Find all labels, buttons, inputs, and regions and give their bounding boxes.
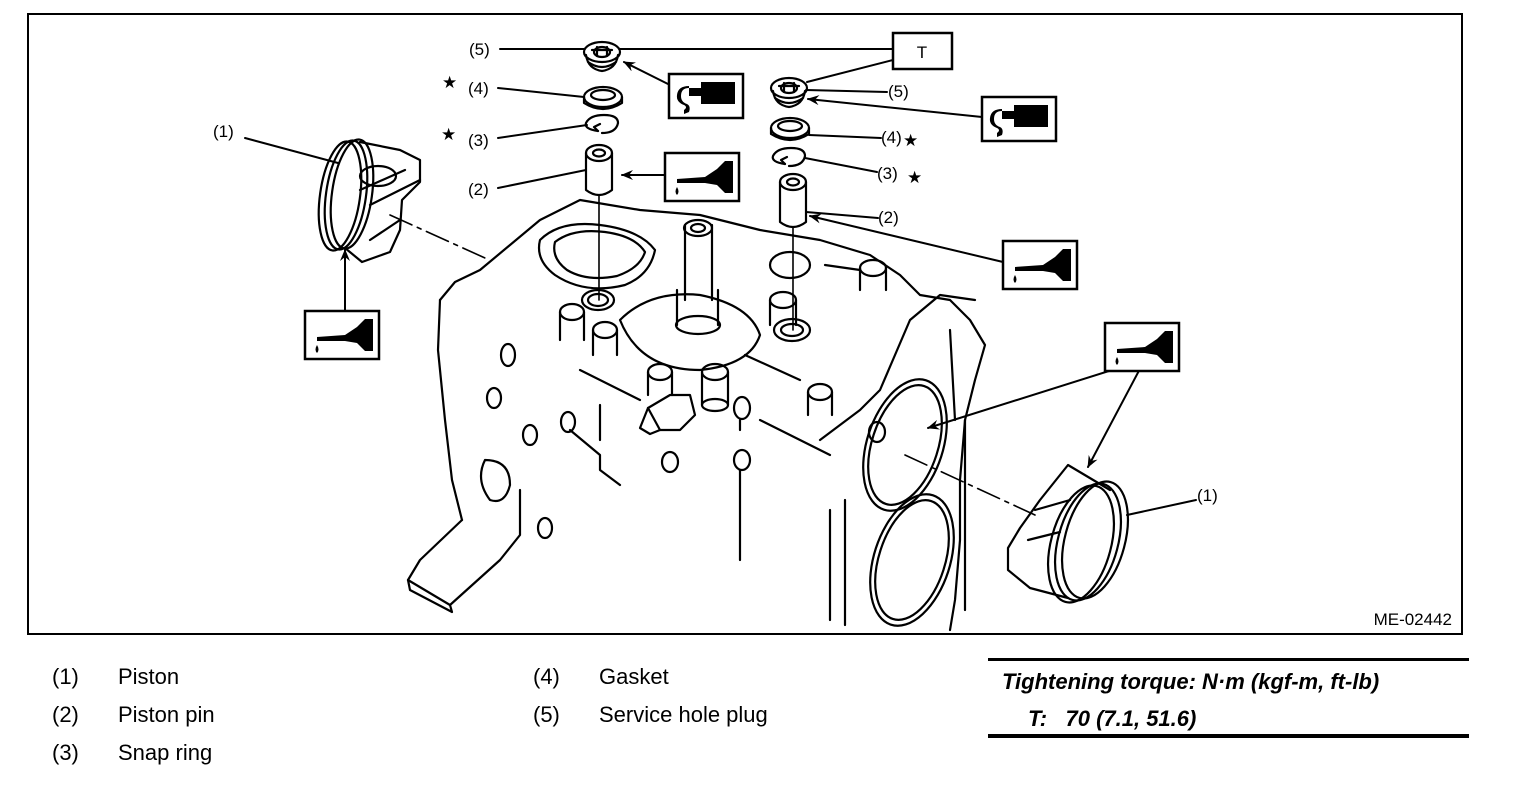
legend-item: (3) Snap ring: [52, 740, 215, 778]
legend-column-left: (1) Piston (2) Piston pin (3) Snap ring: [52, 664, 215, 778]
oil-can-icon: [1103, 321, 1181, 373]
legend-label: Snap ring: [118, 740, 213, 765]
axis-lines: [389, 214, 1036, 516]
legend-label: Gasket: [599, 664, 669, 689]
oil-can-icon: [303, 309, 381, 361]
legend-item: (1) Piston: [52, 664, 215, 702]
torque-tag-label: T: [917, 43, 927, 62]
legend-label: Piston pin: [118, 702, 215, 727]
torque-value: 70 (7.1, 51.6): [1065, 706, 1197, 731]
legend-number: (4): [533, 664, 560, 689]
oil-can-icon: [663, 151, 741, 203]
oil-can-icon: [1001, 239, 1079, 291]
torque-title: Tightening torque: N·m (kgf-m, ft-lb): [1002, 669, 1380, 694]
callout-piston: (1): [213, 122, 234, 141]
left-part-stack: [582, 40, 624, 301]
legend-item: (2) Piston pin: [52, 702, 215, 740]
callout-service-hole-plug: (5): [888, 82, 909, 101]
callout-piston-pin: (2): [878, 208, 899, 227]
callout-snap-ring: (3): [468, 131, 489, 150]
legend-column-right: (4) Gasket (5) Service hole plug: [533, 664, 768, 740]
legend-number: (1): [52, 664, 79, 689]
legend-label: Piston: [118, 664, 180, 689]
torque-value-row: T: 70 (7.1, 51.6): [1028, 706, 1196, 732]
legend-number: (2): [52, 702, 79, 727]
torque-spec-box: Tightening torque: N·m (kgf-m, ft-lb) T:…: [988, 658, 1469, 738]
legend-number: (3): [52, 740, 79, 765]
figure-frame: [27, 13, 1463, 635]
legend-number: (5): [533, 702, 560, 727]
right-piston: [1006, 463, 1129, 604]
exploded-diagram: T (5) (4) (3) (2) (1) (5) (4) (3) (2) (1…: [213, 31, 1218, 632]
right-part-stack: [769, 76, 811, 331]
star-icon: ★: [441, 125, 456, 144]
callout-gasket: (4): [468, 79, 489, 98]
leader-lines: [244, 48, 1197, 516]
callout-piston: (1): [1197, 486, 1218, 505]
cylinder-block-drawing: [406, 198, 987, 632]
torque-key: T:: [1028, 706, 1048, 731]
legend-item: (5) Service hole plug: [533, 702, 768, 740]
legend-label: Service hole plug: [599, 702, 768, 727]
callout-gasket: (4): [881, 128, 902, 147]
star-icon: ★: [903, 131, 918, 150]
figure-id: ME-02442: [1373, 610, 1452, 629]
torque-tag-box: [891, 31, 954, 71]
star-icon: ★: [442, 73, 457, 92]
callout-piston-pin: (2): [468, 180, 489, 199]
sealant-tube-icon: [667, 72, 745, 120]
star-icon: ★: [907, 168, 922, 187]
symbol-arrows: [340, 61, 1143, 468]
callout-snap-ring: (3): [877, 164, 898, 183]
sealant-tube-icon: [980, 95, 1058, 143]
callout-service-hole-plug: (5): [469, 40, 490, 59]
left-piston: [317, 138, 422, 264]
legend-item: (4) Gasket: [533, 664, 768, 702]
